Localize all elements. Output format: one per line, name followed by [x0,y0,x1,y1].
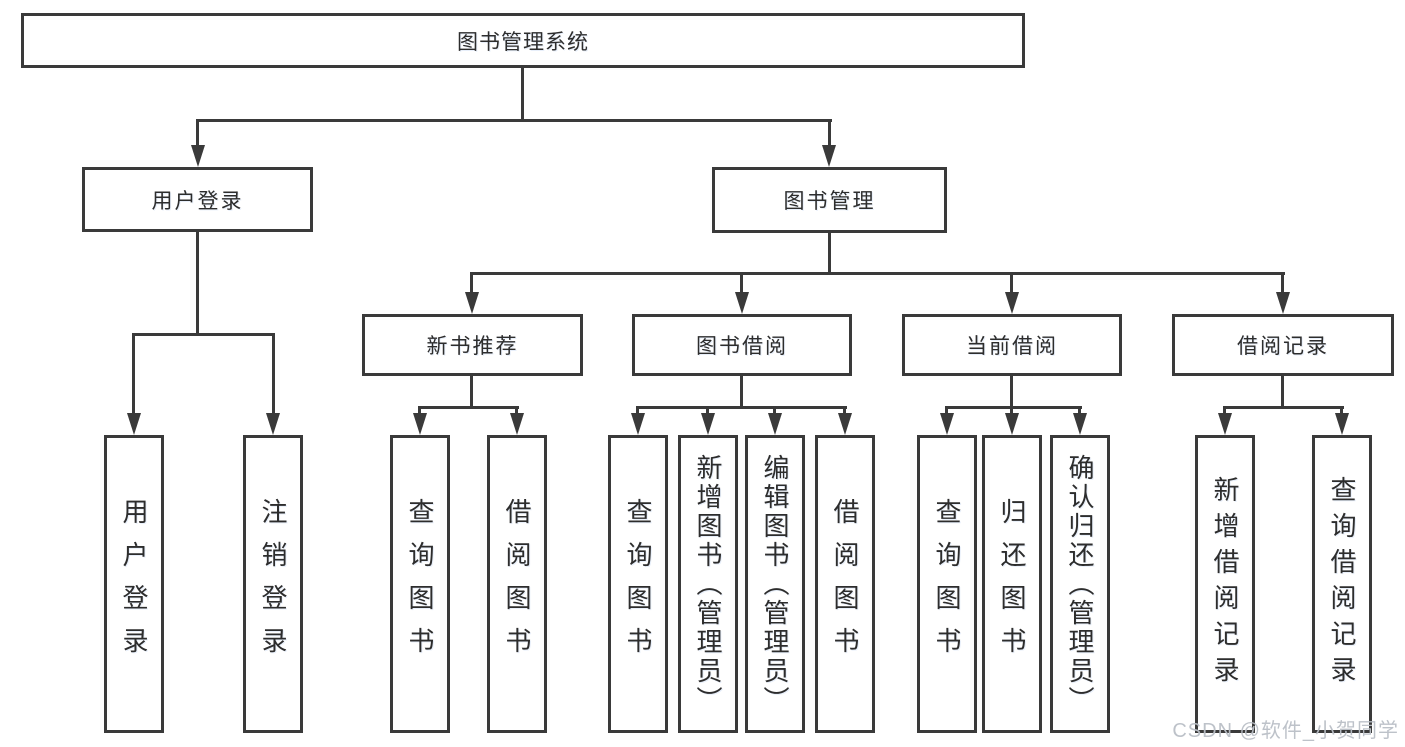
connector-line [132,333,135,415]
node-current-borrow: 当前借阅 [902,314,1122,376]
arrow-head-icon [191,145,205,167]
leaf-borrow-borrow-books: 借阅图书 [815,435,875,733]
arrow-head-icon [127,413,141,435]
connector-line [272,333,275,415]
arrow-head-icon [1276,292,1290,314]
connector-line [828,119,831,147]
connector-line [1281,376,1284,408]
node-borrow-records: 借阅记录 [1172,314,1394,376]
arrow-head-icon [413,413,427,435]
connector-line [419,406,519,409]
arrow-head-icon [1073,413,1087,435]
arrow-head-icon [1218,413,1232,435]
arrow-head-icon [1005,413,1019,435]
arrow-head-icon [701,413,715,435]
arrow-head-icon [768,413,782,435]
arrow-head-icon [838,413,852,435]
connector-line [1010,272,1013,296]
leaf-newbook-borrow-books: 借阅图书 [487,435,547,733]
leaf-current-confirm-return-admin: 确认归还（管理员） [1050,435,1110,733]
connector-line [197,119,832,122]
connector-line [1010,406,1013,416]
connector-line [1223,406,1226,416]
connector-line [740,376,743,408]
connector-line [1224,406,1344,409]
connector-line [1340,406,1343,416]
connector-line [515,406,518,416]
leaf-borrow-edit-books-admin: 编辑图书（管理员） [745,435,805,733]
connector-line [470,272,473,296]
node-book-management: 图书管理 [712,167,947,233]
connector-line [1281,272,1284,296]
node-user-login: 用户登录 [82,167,313,232]
connector-line [828,233,831,275]
leaf-records-query-record: 查询借阅记录 [1312,435,1372,733]
connector-line [636,406,639,416]
connector-line [196,232,199,336]
connector-line [706,406,709,416]
arrow-head-icon [631,413,645,435]
connector-line [196,119,199,147]
connector-line [773,406,776,416]
leaf-borrow-query-books: 查询图书 [608,435,668,733]
leaf-records-add-record: 新增借阅记录 [1195,435,1255,733]
arrow-head-icon [735,292,749,314]
leaf-logout: 注销登录 [243,435,303,733]
connector-line [521,68,524,121]
leaf-newbook-query-books: 查询图书 [390,435,450,733]
arrow-head-icon [822,145,836,167]
arrow-head-icon [1335,413,1349,435]
node-root: 图书管理系统 [21,13,1025,68]
arrow-head-icon [266,413,280,435]
connector-line [843,406,846,416]
connector-line [637,406,847,409]
connector-line [1078,406,1081,416]
arrow-head-icon [510,413,524,435]
node-new-book-recommend: 新书推荐 [362,314,583,376]
arrow-head-icon [940,413,954,435]
connector-line [470,376,473,408]
connector-line [740,272,743,296]
connector-line [471,272,1285,275]
connector-line [946,406,1082,409]
leaf-current-query-books: 查询图书 [917,435,977,733]
connector-line [133,333,275,336]
arrow-head-icon [1005,292,1019,314]
leaf-borrow-add-books-admin: 新增图书（管理员） [678,435,738,733]
csdn-watermark: CSDN @软件_小贺同学 [1172,720,1399,742]
node-book-borrow: 图书借阅 [632,314,852,376]
connector-line [1010,376,1013,408]
leaf-user-login: 用户登录 [104,435,164,733]
connector-line [945,406,948,416]
leaf-current-return-books: 归还图书 [982,435,1042,733]
connector-line [418,406,421,416]
arrow-head-icon [465,292,479,314]
